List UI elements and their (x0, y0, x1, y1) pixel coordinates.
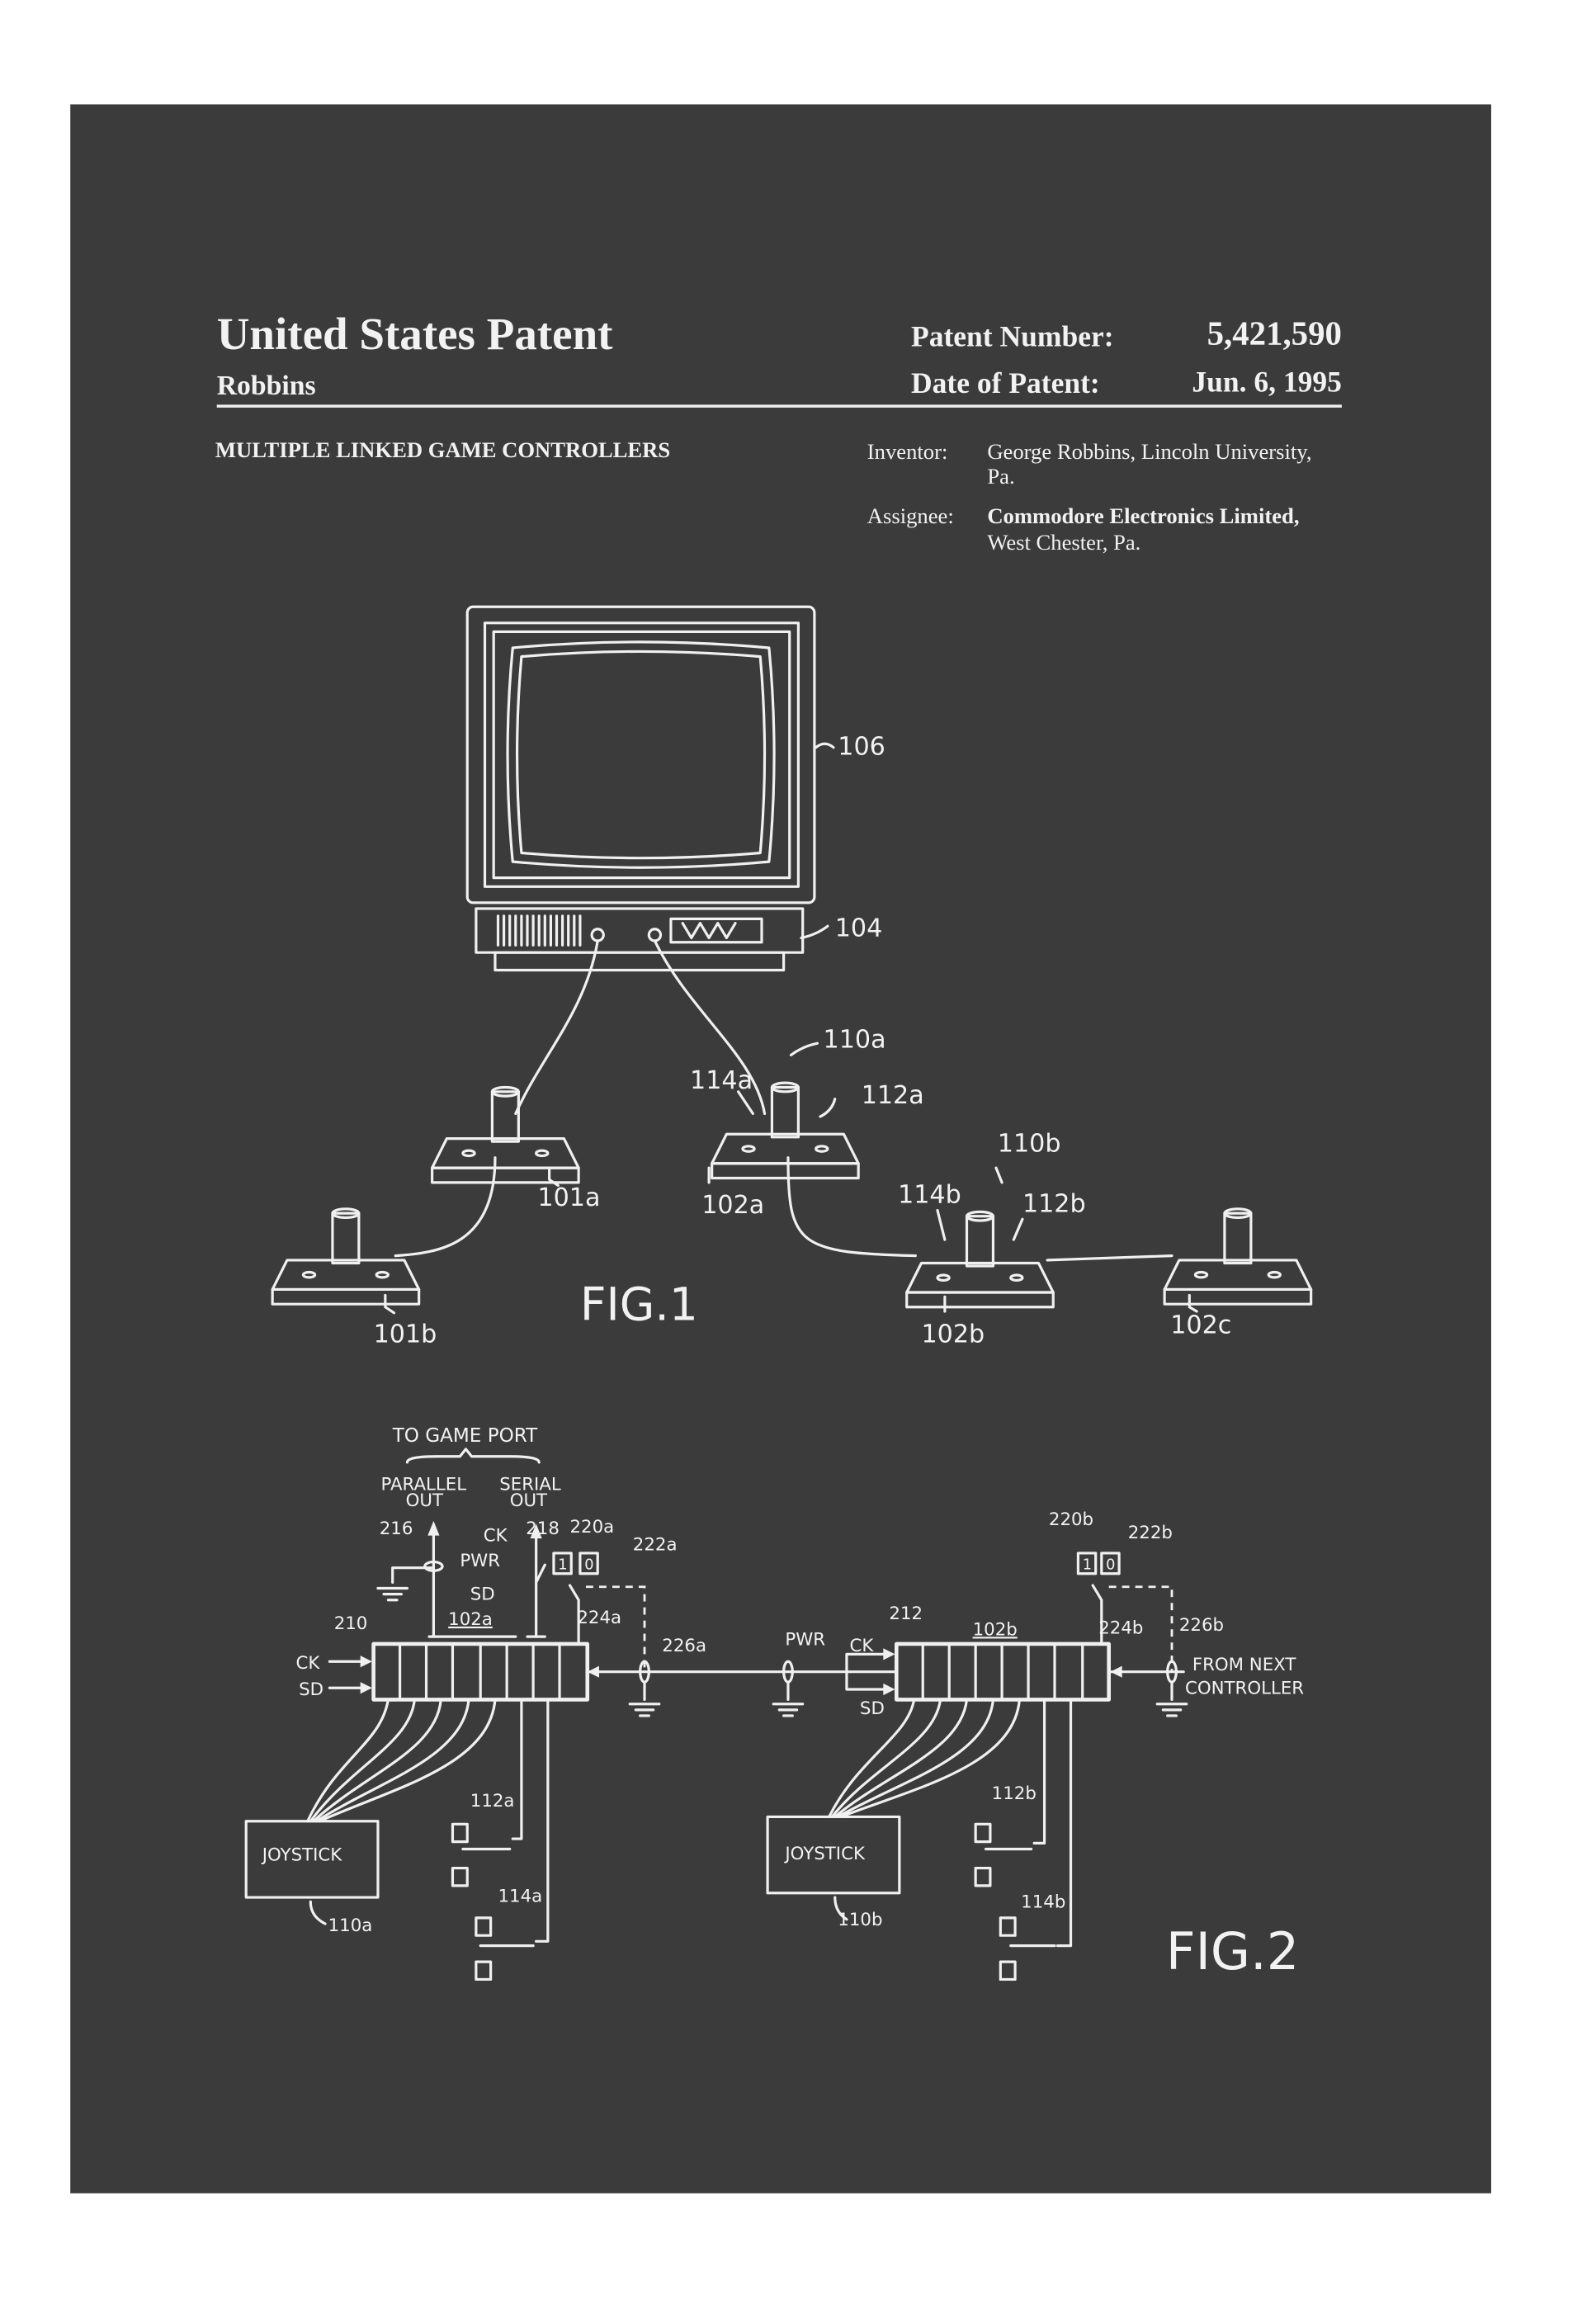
label-110b: 110b (838, 1910, 882, 1930)
label-pwr-mid: PWR (785, 1630, 825, 1651)
patent-header: United States Patent Robbins Patent Numb… (215, 309, 1342, 555)
switch-222b-zero: 0 (1106, 1556, 1115, 1573)
label-222b: 222b (1128, 1523, 1173, 1543)
inventor-surname: Robbins (217, 371, 316, 401)
label-from-next: FROM NEXT (1192, 1655, 1297, 1675)
label-102b: 102b (921, 1320, 985, 1349)
label-ck-top: CK (484, 1526, 508, 1547)
fig1-caption: FIG.1 (580, 1278, 698, 1331)
label-114a: 114a (690, 1066, 753, 1095)
switch-220a-one: 1 (558, 1556, 567, 1573)
label-102a: 102a (448, 1609, 493, 1630)
patent-title: United States Patent (217, 309, 613, 359)
label-224a: 224a (577, 1608, 621, 1628)
patent-number: 5,421,590 (1207, 315, 1342, 352)
chalkboard (70, 104, 1491, 2194)
label-sd-left: SD (299, 1679, 323, 1700)
inventor-label: Inventor: (867, 439, 948, 464)
parallel-out-label: OUT (406, 1490, 444, 1511)
label-226b: 226b (1179, 1615, 1224, 1636)
joystick-b-label: JOYSTICK (783, 1844, 866, 1864)
assignee-line2: West Chester, Pa. (987, 530, 1140, 555)
parallel-label: PARALLEL (381, 1475, 467, 1495)
label-226a: 226a (662, 1636, 706, 1656)
label-101a: 101a (537, 1183, 600, 1212)
label-212: 212 (889, 1604, 923, 1624)
label-222a: 222a (633, 1534, 678, 1555)
label-ck-left: CK (296, 1653, 321, 1674)
label-112a: 112a (470, 1791, 515, 1811)
invention-title: MULTIPLE LINKED GAME CONTROLLERS (215, 437, 670, 462)
label-101b: 101b (374, 1320, 437, 1349)
patent-date: Jun. 6, 1995 (1192, 365, 1342, 398)
switch-220b-one: 1 (1083, 1556, 1092, 1573)
fig2-caption: FIG.2 (1166, 1921, 1299, 1982)
label-114b: 114b (1021, 1892, 1065, 1912)
label-112b: 112b (992, 1783, 1037, 1804)
assignee-line1: Commodore Electronics Limited, (987, 503, 1299, 528)
label-110a: 110a (328, 1915, 373, 1936)
label-sd-top: SD (470, 1585, 495, 1605)
switch-222a-zero: 0 (584, 1556, 593, 1573)
label-106: 106 (838, 733, 885, 762)
label-112a: 112a (862, 1081, 924, 1110)
label-224b: 224b (1098, 1618, 1143, 1639)
joystick-a-label: JOYSTICK (261, 1845, 343, 1866)
label-220b: 220b (1049, 1509, 1093, 1530)
console-drawing (475, 907, 805, 972)
inventor-line1: George Robbins, Lincoln University, (987, 439, 1311, 464)
controller-102b-circuit (766, 1552, 1188, 1982)
label-102a: 102a (701, 1191, 764, 1220)
label-114a: 114a (498, 1886, 543, 1906)
label-114b: 114b (898, 1181, 961, 1210)
label-controller: CONTROLLER (1185, 1678, 1304, 1698)
label-sd-mid: SD (860, 1698, 885, 1719)
label-ck-mid: CK (850, 1636, 875, 1656)
serial-label: SERIAL (499, 1475, 561, 1495)
label-104: 104 (835, 914, 883, 943)
label-210: 210 (334, 1613, 368, 1634)
label-220a: 220a (569, 1517, 614, 1538)
figure-1: 106 104 110a 114a 112a 110b 114b 112b 10… (271, 605, 1313, 1349)
label-102b: 102b (973, 1619, 1018, 1640)
controller-102a-circuit (244, 1520, 898, 1982)
label-112b: 112b (1022, 1189, 1086, 1218)
date-label: Date of Patent: (911, 366, 1100, 399)
label-218: 218 (526, 1519, 560, 1539)
label-110a: 110a (824, 1026, 886, 1055)
monitor-drawing (465, 605, 816, 905)
patent-number-label: Patent Number: (911, 319, 1113, 352)
label-216: 216 (380, 1519, 413, 1539)
assignee-label: Assignee: (867, 503, 954, 528)
cables (394, 939, 1174, 1262)
figure-2: TO GAME PORT PARALLEL OUT SERIAL OUT (244, 1425, 1304, 1982)
label-110b: 110b (998, 1130, 1061, 1159)
label-pwr-top: PWR (460, 1551, 500, 1571)
to-game-port-label: TO GAME PORT (392, 1425, 538, 1447)
serial-out-label: OUT (510, 1490, 548, 1511)
inventor-line2: Pa. (987, 464, 1014, 489)
label-102c: 102c (1170, 1311, 1231, 1340)
